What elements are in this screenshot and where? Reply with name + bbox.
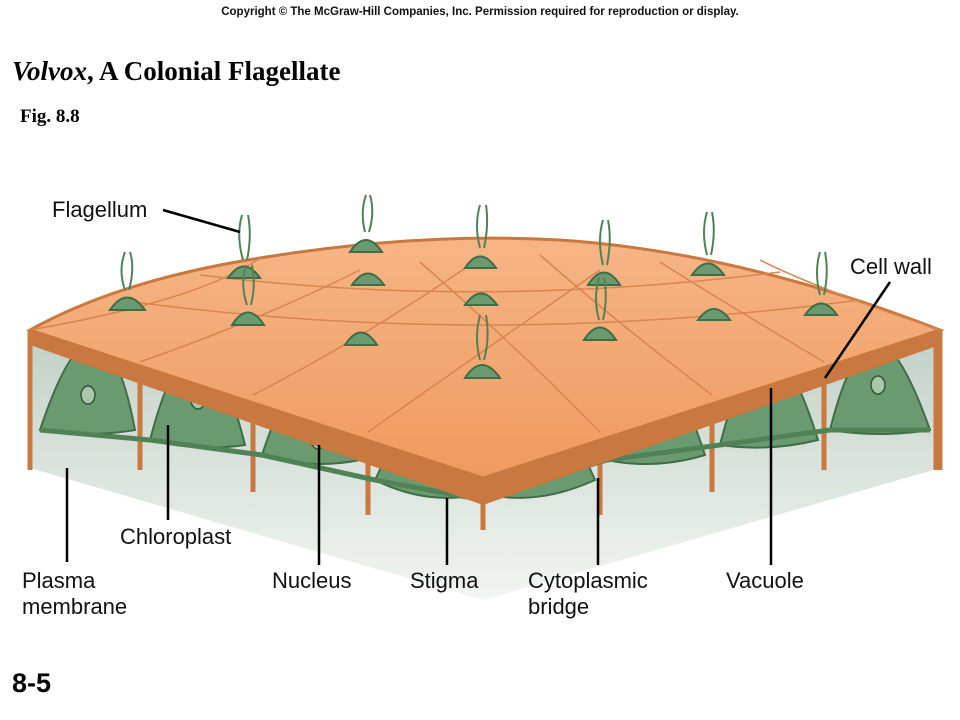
slide-title: Volvox, A Colonial Flagellate: [12, 56, 341, 87]
label-plasma-2: membrane: [22, 594, 127, 619]
title-rest: , A Colonial Flagellate: [87, 56, 341, 86]
slide-number: 8-5: [12, 668, 52, 698]
title-genus: Volvox: [12, 56, 88, 86]
label-plasma-1: Plasma: [22, 568, 96, 593]
surface-grid: [29, 254, 941, 433]
label-nucleus: Nucleus: [272, 568, 351, 593]
label-vacuole: Vacuole: [726, 568, 804, 593]
label-cytoplasmic-2: bridge: [528, 594, 589, 619]
surface-cells: [108, 194, 839, 379]
label-cell-wall: Cell wall: [850, 254, 932, 279]
leader-lines: [65, 208, 892, 565]
label-chloroplast: Chloroplast: [120, 524, 231, 549]
label-flagellum: Flagellum: [52, 197, 147, 222]
colony-interior: [30, 345, 940, 600]
label-cytoplasmic-1: Cytoplasmic: [528, 568, 648, 593]
label-stigma: Stigma: [410, 568, 479, 593]
copyright-notice: Copyright © The McGraw-Hill Companies, I…: [221, 6, 739, 18]
figure-number: Fig. 8.8: [20, 106, 80, 127]
